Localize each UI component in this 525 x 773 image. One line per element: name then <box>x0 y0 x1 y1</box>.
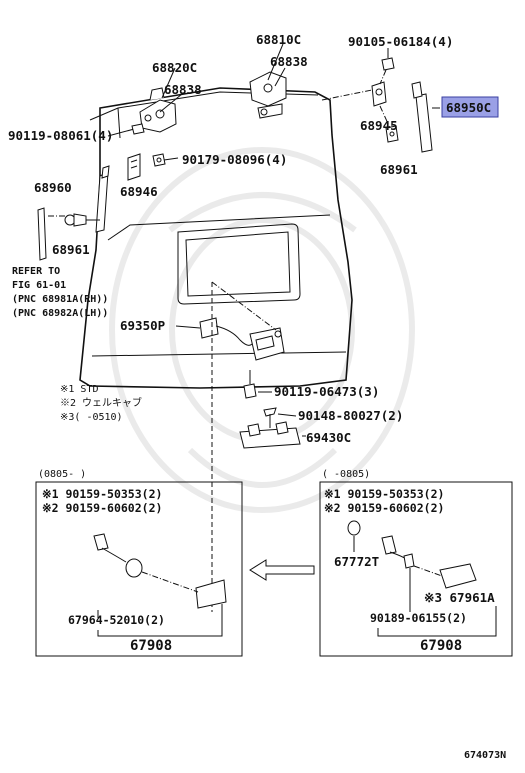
refer-line-1: REFER TO <box>12 266 60 277</box>
left-box-line-1: ※1 90159-50353(2) <box>42 487 162 501</box>
refer-line-4: (PNC 68982A(LH)) <box>12 308 108 319</box>
light-68981A <box>37 207 47 261</box>
left-box-line-2: ※2 90159-60602(2) <box>42 501 162 515</box>
label-67908-left: 67908 <box>130 638 172 654</box>
note-3: ※3( -0510) <box>60 412 123 423</box>
handle-69430C <box>239 421 301 449</box>
label-68820C: 68820C <box>152 60 197 75</box>
leader-69350P <box>175 325 201 329</box>
label-90119-06473: 90119-06473(3) <box>274 384 379 399</box>
label-67964-52010: 67964-52010(2) <box>68 613 165 627</box>
label-90148-80027: 90148-80027(2) <box>298 408 403 423</box>
refer-line-2: FIG 61-01 <box>12 280 66 291</box>
leader-90148 <box>277 413 297 417</box>
label-90105-06184: 90105-06184(4) <box>348 34 453 49</box>
right-box-line-1: ※1 90159-50353(2) <box>324 487 444 501</box>
label-69350P: 69350P <box>120 318 165 333</box>
label-67772T: 67772T <box>334 554 379 569</box>
lock-69350P <box>199 317 285 361</box>
stay-68960-left <box>95 165 110 233</box>
dash-leader-lock <box>211 281 277 331</box>
label-90189-06155: 90189-06155(2) <box>370 611 467 625</box>
diagram-id: 674073N <box>464 750 506 761</box>
arrow-left <box>249 559 315 581</box>
bracket-68946 <box>127 153 141 181</box>
label-68950C[interactable]: 68950C <box>446 100 491 115</box>
label-68960: 68960 <box>34 180 72 195</box>
right-box-range: ( -0805) <box>322 469 370 480</box>
highlight-68950C <box>441 96 499 118</box>
note-1: ※1 STD <box>60 384 98 395</box>
detail-box-left: (0805- ) ※1 90159-50353(2) ※2 90159-6060… <box>35 469 243 657</box>
stay-68950C-right <box>411 81 433 153</box>
clip-68961-left <box>64 213 100 227</box>
bolt-90119-06473 <box>243 370 257 399</box>
bolt-90119-08061 <box>131 123 145 135</box>
label-67961A: ※3 67961A <box>424 590 495 605</box>
dash-leader-right-stay <box>321 89 373 101</box>
label-68946: 68946 <box>120 184 158 199</box>
hinge-68810C-right <box>249 71 287 119</box>
bolt-90105-06184 <box>381 48 395 71</box>
dash-leader-right-clip <box>379 105 391 129</box>
label-68810C: 68810C <box>256 32 301 47</box>
detail-box-right: ( -0805) ※1 90159-50353(2) ※2 90159-6060… <box>319 469 513 657</box>
label-68838-left: 68838 <box>164 82 202 97</box>
left-box-range: (0805- ) <box>38 469 86 480</box>
screw-90148-80027 <box>263 407 277 428</box>
label-68961-right: 68961 <box>380 162 418 177</box>
bracket-68945 <box>371 81 387 107</box>
right-box-line-2: ※2 90159-60602(2) <box>324 501 444 515</box>
label-90119-08061: 90119-08061(4) <box>8 128 113 143</box>
label-69430C: 69430C <box>306 430 351 445</box>
nut-90179-08096 <box>152 153 166 167</box>
clip-68961-right <box>385 125 399 143</box>
refer-line-3: (PNC 68981A(RH)) <box>12 294 108 305</box>
label-68961-left: 68961 <box>52 242 90 257</box>
note-2: ※2 ウェルキャブ <box>60 396 142 409</box>
hinge-68820C-left <box>139 87 177 133</box>
label-90179-08096: 90179-08096(4) <box>182 152 287 167</box>
label-68838-right: 68838 <box>270 54 308 69</box>
dash-leader-right-bolt <box>379 69 387 85</box>
label-68945: 68945 <box>360 118 398 133</box>
label-67908-right: 67908 <box>420 638 462 654</box>
